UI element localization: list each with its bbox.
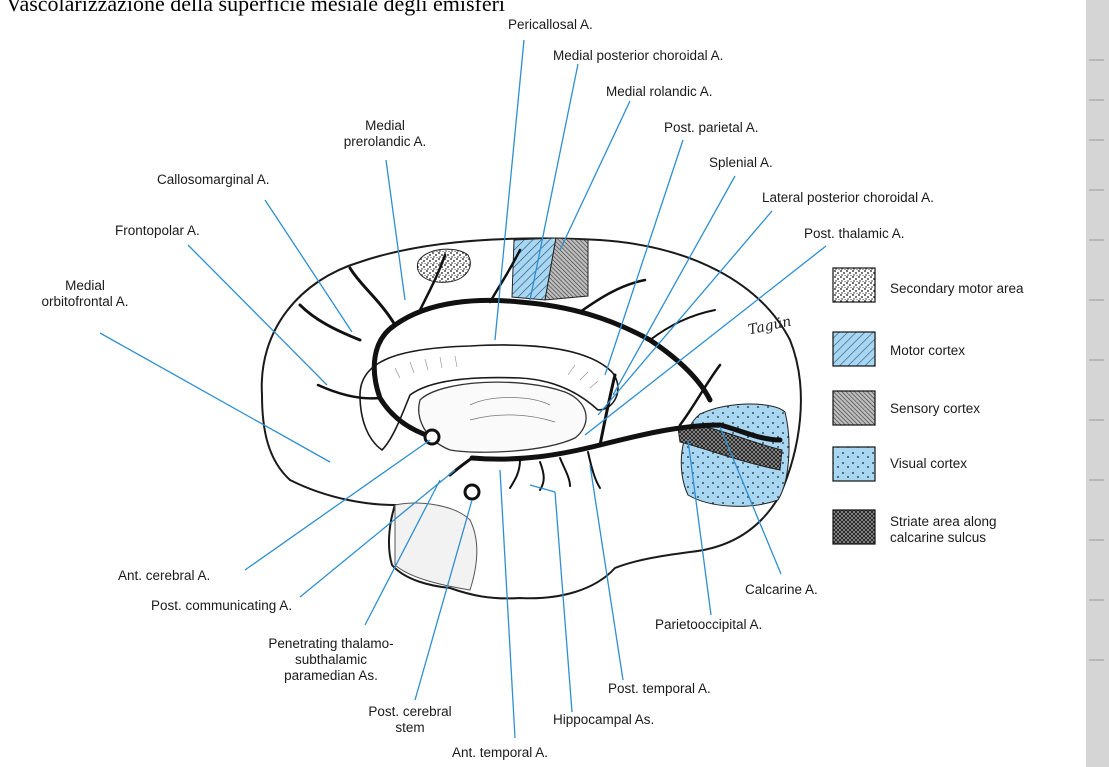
page-edge <box>1086 0 1109 767</box>
legend-label-striate: Striate area along calcarine sulcus <box>890 514 997 546</box>
label-medial-prerolandic-line1: Medial <box>320 118 450 134</box>
label-medial-orbitofrontal-line2: orbitofrontal A. <box>10 294 160 310</box>
label-post-communicating: Post. communicating A. <box>151 598 292 614</box>
label-splenial: Splenial A. <box>709 155 773 171</box>
legend-label-visual: Visual cortex <box>890 456 967 472</box>
legend-swatch-visual <box>833 447 875 481</box>
legend-label-motor: Motor cortex <box>890 343 965 359</box>
label-penetrating-line2: subthalamic <box>256 652 406 668</box>
label-post-cerebral-stem: Post. cerebral stem <box>350 704 470 736</box>
label-callosomarginal: Callosomarginal A. <box>157 172 270 188</box>
legend-label-striate-line1: Striate area along <box>890 514 997 530</box>
post-cerebral-origin <box>465 485 479 499</box>
label-medial-rolandic: Medial rolandic A. <box>606 84 713 100</box>
label-calcarine: Calcarine A. <box>745 582 818 598</box>
label-medial-orbitofrontal-line1: Medial <box>10 278 160 294</box>
label-pericallosal: Pericallosal A. <box>508 17 593 33</box>
label-parietooccipital: Parietooccipital A. <box>655 617 762 633</box>
label-ant-cerebral: Ant. cerebral A. <box>118 568 210 584</box>
label-post-temporal: Post. temporal A. <box>608 681 711 697</box>
legend-label-secondary-motor: Secondary motor area <box>890 281 1024 297</box>
label-penetrating-line3: paramedian As. <box>256 668 406 684</box>
legend-swatch-striate <box>833 510 875 544</box>
legend-label-sensory: Sensory cortex <box>890 401 980 417</box>
label-ant-temporal: Ant. temporal A. <box>452 745 548 761</box>
legend-swatch-secondary-motor <box>833 268 875 302</box>
legend-swatch-sensory <box>833 391 875 425</box>
label-post-parietal: Post. parietal A. <box>664 120 759 136</box>
label-medial-post-choroidal: Medial posterior choroidal A. <box>553 48 723 64</box>
label-frontopolar: Frontopolar A. <box>115 223 200 239</box>
label-post-cerebral-stem-line1: Post. cerebral <box>350 704 470 720</box>
label-hippocampal: Hippocampal As. <box>553 712 654 728</box>
secondary-motor-area <box>417 249 470 282</box>
label-penetrating-line1: Penetrating thalamo- <box>256 636 406 652</box>
thalamus <box>419 382 586 452</box>
label-post-thalamic: Post. thalamic A. <box>804 226 905 242</box>
legend-label-striate-line2: calcarine sulcus <box>890 530 997 546</box>
label-post-cerebral-stem-line2: stem <box>350 720 470 736</box>
label-lateral-post-choroidal: Lateral posterior choroidal A. <box>762 190 934 206</box>
legend-swatch-motor <box>833 332 875 366</box>
label-penetrating: Penetrating thalamo- subthalamic paramed… <box>256 636 406 684</box>
label-medial-prerolandic: Medial prerolandic A. <box>320 118 450 150</box>
label-medial-prerolandic-line2: prerolandic A. <box>320 134 450 150</box>
label-medial-orbitofrontal: Medial orbitofrontal A. <box>10 278 160 310</box>
